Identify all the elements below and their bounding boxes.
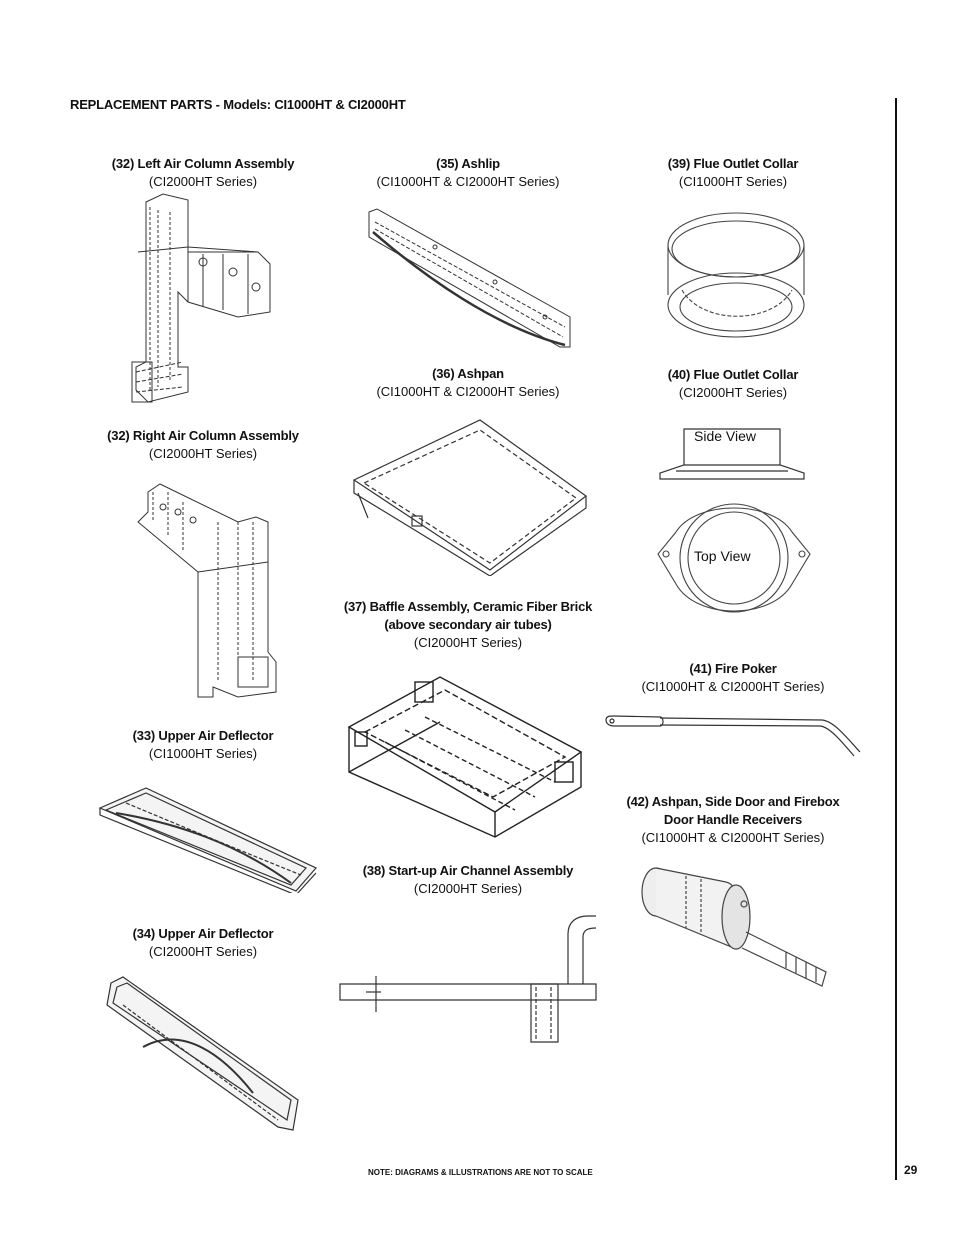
caption-title: (35) Ashlip bbox=[436, 156, 500, 171]
caption-part-33: (33) Upper Air Deflector (CI1000HT Serie… bbox=[83, 727, 323, 763]
caption-part-36: (36) Ashpan (CI1000HT & CI2000HT Series) bbox=[348, 365, 588, 401]
caption-part-38: (38) Start-up Air Channel Assembly (CI20… bbox=[348, 862, 588, 898]
caption-sub: (CI2000HT Series) bbox=[148, 944, 258, 959]
baffle-assembly-figure bbox=[345, 672, 585, 840]
caption-part-32-left: (32) Left Air Column Assembly (CI2000HT … bbox=[83, 155, 323, 191]
left-air-column-figure bbox=[128, 192, 278, 412]
fire-poker-figure bbox=[602, 712, 864, 758]
page-title: REPLACEMENT PARTS - Models: CI1000HT & C… bbox=[70, 97, 406, 112]
caption-part-42: (42) Ashpan, Side Door and Firebox Door … bbox=[613, 793, 853, 847]
caption-sub: (CI2000HT Series) bbox=[148, 174, 258, 189]
caption-title: (40) Flue Outlet Collar bbox=[667, 367, 799, 382]
caption-title-line2: (above secondary air tubes) bbox=[384, 617, 552, 632]
top-view-label: Top View bbox=[694, 548, 751, 564]
caption-sub: (CI2000HT Series) bbox=[148, 446, 258, 461]
upper-air-deflector-2000-figure bbox=[103, 975, 303, 1135]
caption-part-40: (40) Flue Outlet Collar (CI2000HT Series… bbox=[613, 366, 853, 402]
ashlip-figure bbox=[365, 207, 575, 349]
caption-part-32-right: (32) Right Air Column Assembly (CI2000HT… bbox=[83, 427, 323, 463]
caption-part-34: (34) Upper Air Deflector (CI2000HT Serie… bbox=[83, 925, 323, 961]
caption-title-line2: Door Handle Receivers bbox=[663, 812, 803, 827]
caption-sub: (CI2000HT Series) bbox=[678, 385, 788, 400]
caption-title: (37) Baffle Assembly, Ceramic Fiber Bric… bbox=[343, 599, 593, 614]
caption-sub: (CI1000HT Series) bbox=[148, 746, 258, 761]
caption-title: (34) Upper Air Deflector bbox=[132, 926, 274, 941]
upper-air-deflector-1000-figure bbox=[96, 783, 320, 893]
footer-note: NOTE: DIAGRAMS & ILLUSTRATIONS ARE NOT T… bbox=[368, 1168, 593, 1177]
caption-title: (42) Ashpan, Side Door and Firebox bbox=[626, 794, 840, 809]
caption-sub: (CI1000HT Series) bbox=[678, 174, 788, 189]
caption-part-41: (41) Fire Poker (CI1000HT & CI2000HT Ser… bbox=[613, 660, 853, 696]
caption-title: (32) Left Air Column Assembly bbox=[111, 156, 295, 171]
flue-outlet-collar-2000-side-figure bbox=[656, 425, 808, 481]
caption-title: (38) Start-up Air Channel Assembly bbox=[362, 863, 574, 878]
flue-outlet-collar-1000-figure bbox=[662, 205, 812, 345]
caption-part-35: (35) Ashlip (CI1000HT & CI2000HT Series) bbox=[348, 155, 588, 191]
caption-sub: (CI1000HT & CI2000HT Series) bbox=[641, 679, 825, 694]
right-air-column-figure bbox=[128, 482, 278, 702]
side-view-label: Side View bbox=[694, 428, 757, 444]
caption-sub: (CI1000HT & CI2000HT Series) bbox=[376, 174, 560, 189]
handle-receivers-figure bbox=[636, 862, 836, 992]
caption-sub: (CI1000HT & CI2000HT Series) bbox=[376, 384, 560, 399]
caption-part-39: (39) Flue Outlet Collar (CI1000HT Series… bbox=[613, 155, 853, 191]
caption-sub: (CI2000HT Series) bbox=[413, 881, 523, 896]
caption-title: (39) Flue Outlet Collar bbox=[667, 156, 799, 171]
caption-title: (32) Right Air Column Assembly bbox=[107, 428, 299, 443]
caption-sub: (CI1000HT & CI2000HT Series) bbox=[641, 830, 825, 845]
margin-rule bbox=[895, 98, 897, 1180]
caption-part-37: (37) Baffle Assembly, Ceramic Fiber Bric… bbox=[340, 598, 596, 652]
page-number: 29 bbox=[904, 1163, 918, 1177]
flue-outlet-collar-2000-top-figure bbox=[656, 492, 812, 628]
ashpan-figure bbox=[350, 418, 590, 576]
caption-title: (33) Upper Air Deflector bbox=[132, 728, 274, 743]
caption-title: (41) Fire Poker bbox=[689, 661, 777, 676]
caption-sub: (CI2000HT Series) bbox=[413, 635, 523, 650]
startup-air-channel-figure bbox=[336, 912, 600, 1044]
caption-title: (36) Ashpan bbox=[432, 366, 504, 381]
